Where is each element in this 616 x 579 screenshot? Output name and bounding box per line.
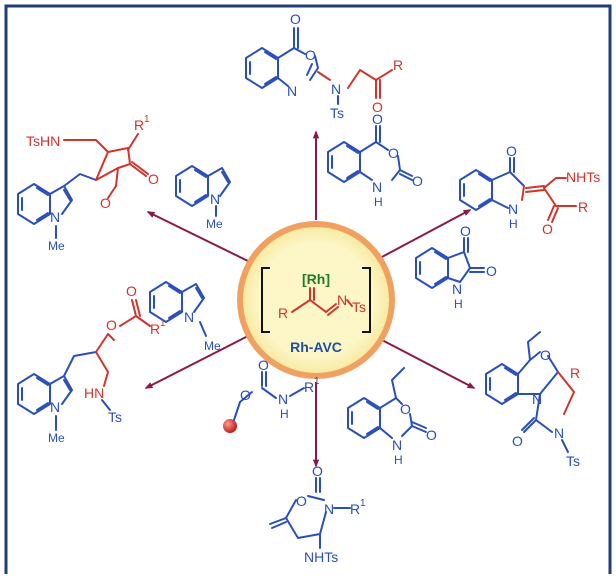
reagents-indole-upper-n-label: N — [210, 191, 220, 207]
products-lower-right-o2-label: O — [512, 433, 523, 449]
frame-border — [4, 4, 612, 579]
products-upper-left-sup-label: 1 — [144, 114, 150, 125]
reagents-indole-lower-me-label: Me — [204, 339, 221, 353]
arrow-lower-left — [144, 335, 249, 389]
products-lower-left-o2-label: O — [126, 283, 137, 299]
r-label: R — [278, 305, 288, 321]
reagents-anhydride-o1-label: O — [372, 111, 383, 127]
reagents-indole-lower-n-label: N — [184, 309, 194, 325]
product-upper-left: N Me TsHN R 1 O O — [17, 114, 159, 253]
products-upper-left-n-label: N — [50, 209, 60, 225]
products-lower-right-n2-label: N — [554, 425, 564, 441]
products-top-o2-label: O — [305, 47, 316, 63]
ts-label: Ts — [352, 299, 366, 315]
products-bottom-r1-label: R — [350, 501, 360, 517]
n-label: N — [337, 292, 347, 308]
product-lower-left: N Me O O R 1 HN Ts — [17, 283, 166, 445]
reagents-isatin-o1-label: O — [460, 223, 471, 239]
products-bottom-sup-label: 1 — [360, 498, 366, 509]
reagents-carbamate-o2-label: O — [258, 357, 269, 373]
reagent-anhydride: O O O N H — [327, 111, 423, 209]
reagents-carbamate-o1-label: O — [240, 387, 251, 403]
products-top-r-label: R — [393, 57, 403, 73]
products-lower-left-me-label: Me — [48, 431, 65, 445]
product-lower-right: O N O R N Ts — [485, 331, 580, 469]
reagents-vinyl-h-label: H — [394, 453, 403, 467]
products-upper-left-me-label: Me — [48, 239, 65, 253]
products-top-o3-label: O — [372, 99, 383, 115]
reagents-carbamate-h-label: H — [280, 407, 289, 421]
reagents-isatin-h-label: H — [454, 297, 463, 311]
reagents-carbamate-sup-label: 1 — [314, 376, 320, 387]
reagent-vinyl-benzoxazinone: O O N H — [347, 367, 437, 467]
reaction-arrows — [144, 130, 476, 468]
products-lower-right-r-label: R — [570, 365, 580, 381]
red-sphere-icon — [223, 419, 237, 433]
product-upper-right: O N H NHTs O R — [459, 143, 600, 237]
product-top: O O N N Ts O R — [245, 11, 403, 121]
arrow-upper-left — [146, 211, 251, 263]
products-bottom-n-label: N — [324, 501, 334, 517]
catalyst-name: Rh-AVC — [290, 339, 342, 355]
bracket-right — [362, 267, 371, 333]
reagents-carbamate-r1-label: R — [304, 379, 314, 395]
reagents-anhydride-h-label: H — [374, 195, 383, 209]
catalyst-center: [Rh] R N Ts Rh-AVC — [237, 221, 395, 379]
reagents-anhydride-o3-label: O — [412, 173, 423, 189]
reagents-vinyl-o2-label: O — [426, 427, 437, 443]
reagent-isatin: O O N H — [415, 223, 497, 311]
catalyst-ring — [237, 221, 395, 379]
products-lower-right-o1-label: O — [540, 347, 551, 363]
reagents-carbamate-n-label: N — [278, 391, 288, 407]
products-top-ts-label: Ts — [330, 105, 344, 121]
products-upper-right-r-label: R — [578, 199, 588, 215]
rh-label: [Rh] — [302, 271, 330, 287]
products-upper-right-h-label: H — [509, 217, 518, 231]
products-lower-left-sup-label: 1 — [160, 318, 166, 329]
products-upper-left-o2-label: O — [148, 171, 159, 187]
products-upper-right-o1-label: O — [506, 143, 517, 159]
products-upper-right-n-label: N — [508, 201, 518, 217]
reagents-isatin-nh-label: N — [452, 281, 462, 297]
products-lower-right-ts-label: Ts — [566, 453, 580, 469]
reagents-isatin-o2-label: O — [486, 263, 497, 279]
products-upper-left-tshn-label: TsHN — [26, 133, 60, 149]
products-top-n2-label: N — [331, 81, 341, 97]
products-lower-left-n-label: N — [50, 399, 60, 415]
products-top-n1-label: N — [287, 83, 297, 99]
products-bottom-nhts-label: NHTs — [304, 549, 338, 565]
product-bottom: O O N R 1 NHTs — [269, 463, 366, 565]
products-bottom-o1-label: O — [312, 463, 323, 479]
products-upper-left-o1-label: O — [100, 195, 111, 211]
reagent-carbamate: O O N H R 1 — [223, 357, 320, 433]
products-lower-left-o1-label: O — [106, 317, 117, 333]
products-lower-right-n1-label: N — [532, 391, 542, 407]
products-upper-right-nhts-label: NHTs — [566, 169, 600, 185]
products-upper-right-o2-label: O — [542, 221, 553, 237]
reagents-anhydride-nh-label: N — [372, 179, 382, 195]
reagents-indole-upper-me-label: Me — [206, 217, 223, 231]
products-lower-left-r1-label: R — [150, 321, 160, 337]
reagent-indole-upper: N Me — [175, 165, 231, 231]
reagents-vinyl-o1-label: O — [400, 401, 411, 417]
products-lower-left-ts-label: Ts — [108, 409, 122, 425]
reagents-anhydride-o2-label: O — [388, 145, 399, 161]
products-bottom-o2-label: O — [296, 493, 307, 509]
reagent-indole-lower: N Me — [149, 281, 221, 353]
products-lower-left-hn-label: HN — [84, 385, 104, 401]
arrow-lower-right — [381, 339, 476, 389]
bracket-left — [261, 267, 270, 333]
products-upper-left-r1-label: R — [134, 117, 144, 133]
products-top-o1-label: O — [290, 11, 301, 27]
reagents-vinyl-n-label: N — [392, 437, 402, 453]
arrow-upper-right — [379, 209, 472, 259]
